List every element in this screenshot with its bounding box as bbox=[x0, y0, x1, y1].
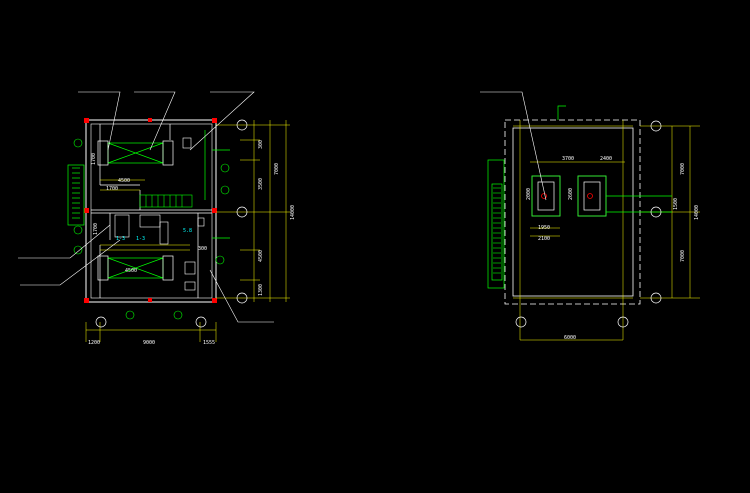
dim-right-3: 4500 bbox=[258, 250, 264, 262]
dim-bottom-3: 1555 bbox=[203, 340, 215, 346]
right-green-lines bbox=[487, 105, 672, 289]
dim-inner-1: 1700 bbox=[106, 186, 118, 192]
dim-rr-1: 7000 bbox=[680, 163, 686, 175]
dim-inner-3: 1700 bbox=[93, 223, 99, 235]
tag-2: 1-3 bbox=[136, 236, 145, 242]
dim-inner-4: 300 bbox=[198, 246, 207, 252]
right-floor-plan: 3700 2400 2000 2600 1950 2100 7000 7000 … bbox=[480, 91, 700, 341]
dim-rbottom-1: 6000 bbox=[564, 335, 576, 341]
dim-rin-1: 2000 bbox=[526, 188, 532, 200]
cable-trench-left bbox=[67, 130, 230, 239]
left-floor-plan: 1200 9000 1555 300 3500 4500 7000 14000 … bbox=[18, 91, 296, 346]
left-small-equipment bbox=[114, 137, 205, 291]
right-red-markers bbox=[541, 193, 593, 199]
dim-inner-2: 4500 bbox=[118, 178, 130, 184]
dim-rr-4: 1500 bbox=[673, 198, 679, 210]
left-dimension-lines bbox=[85, 120, 290, 342]
left-inner-wall bbox=[90, 123, 213, 299]
dim-right-2: 3500 bbox=[258, 178, 264, 190]
left-grid-bubbles bbox=[95, 119, 248, 328]
left-dim-text: 1200 9000 1555 300 3500 4500 7000 14000 … bbox=[88, 140, 296, 346]
dim-right-5: 14000 bbox=[290, 205, 296, 220]
dim-rr-3: 14000 bbox=[694, 205, 700, 220]
left-green-bubbles bbox=[73, 138, 230, 320]
left-columns bbox=[84, 118, 217, 303]
dim-top-1: 3700 bbox=[562, 156, 574, 162]
tag-1: 1-3 bbox=[116, 236, 125, 242]
dim-right-4: 7000 bbox=[274, 163, 280, 175]
right-cable-trench bbox=[493, 187, 501, 274]
dim-rin-2: 2600 bbox=[568, 188, 574, 200]
dim-rin-3: 1950 bbox=[538, 225, 550, 231]
dim-rr-2: 7000 bbox=[680, 250, 686, 262]
tag-3: 5.8 bbox=[183, 228, 192, 234]
dim-right-1: 300 bbox=[258, 140, 264, 149]
dim-top-2: 2400 bbox=[600, 156, 612, 162]
dim-right-6: 1300 bbox=[258, 284, 264, 296]
right-leader-line bbox=[480, 91, 547, 201]
right-dim-text: 3700 2400 2000 2600 1950 2100 7000 7000 … bbox=[526, 156, 700, 341]
dim-inner-5: 1700 bbox=[91, 153, 97, 165]
dim-inner-6: 4500 bbox=[125, 268, 137, 274]
dim-bottom-2: 9000 bbox=[143, 340, 155, 346]
transformer-bottom bbox=[97, 255, 174, 281]
transformer-top bbox=[97, 140, 174, 166]
right-grid-bubbles bbox=[515, 120, 662, 328]
switchgear-row bbox=[139, 194, 193, 208]
dim-bottom-1: 1200 bbox=[88, 340, 100, 346]
left-partitions bbox=[91, 124, 212, 298]
dim-rin-4: 2100 bbox=[538, 236, 550, 242]
left-leader-lines bbox=[18, 91, 274, 323]
right-grid-lines bbox=[513, 120, 700, 341]
